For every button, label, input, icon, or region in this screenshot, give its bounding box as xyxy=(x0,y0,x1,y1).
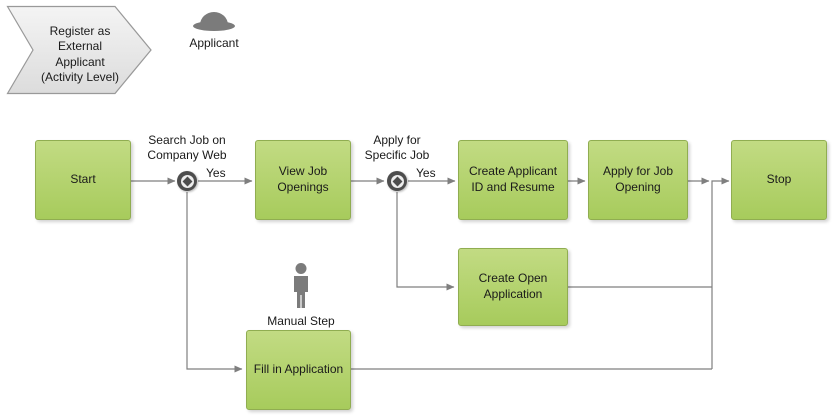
node-create-applicant-id: Create Applicant ID and Resume xyxy=(458,140,568,220)
node-stop: Stop xyxy=(731,140,827,220)
edge-gateway1-to-fill-in xyxy=(186,192,243,373)
person-icon xyxy=(294,263,308,308)
gateway-diamond-icon xyxy=(182,176,192,186)
edge-gateway2-to-create-open xyxy=(396,192,455,291)
applicant-actor: Applicant xyxy=(178,9,250,50)
node-view-job-openings: View Job Openings xyxy=(255,140,351,220)
edge-junction-to-stop xyxy=(711,177,730,369)
manual-step-annotation: Manual Step xyxy=(256,263,346,328)
manual-step-label: Manual Step xyxy=(267,314,335,328)
gateway-apply-specific xyxy=(387,171,407,191)
gateway-inner-circle xyxy=(180,174,194,188)
gateway-diamond-icon xyxy=(392,176,402,186)
applicant-label: Applicant xyxy=(189,36,239,50)
gateway-apply-specific-yes-label: Yes xyxy=(416,166,436,180)
banner-shape xyxy=(6,5,152,95)
title-banner: Register as External Applicant (Activity… xyxy=(6,5,154,95)
gateway-apply-specific-question: Apply for Specific Job xyxy=(364,133,430,162)
node-start: Start xyxy=(35,140,131,220)
gateway-inner-circle xyxy=(390,174,404,188)
applicant-hat-icon xyxy=(193,12,235,31)
gateway-search-job-yes-label: Yes xyxy=(206,166,226,180)
gateway-search-job-question: Search Job on Company Web xyxy=(147,133,227,162)
gateway-ring xyxy=(387,171,407,191)
node-fill-in-application: Fill in Application xyxy=(246,330,351,410)
process-title: Register as External Applicant (Activity… xyxy=(40,24,120,85)
node-apply-for-job-opening: Apply for Job Opening xyxy=(588,140,688,220)
gateway-ring xyxy=(177,171,197,191)
gateway-search-job xyxy=(177,171,197,191)
node-create-open-application: Create Open Application xyxy=(458,248,568,326)
